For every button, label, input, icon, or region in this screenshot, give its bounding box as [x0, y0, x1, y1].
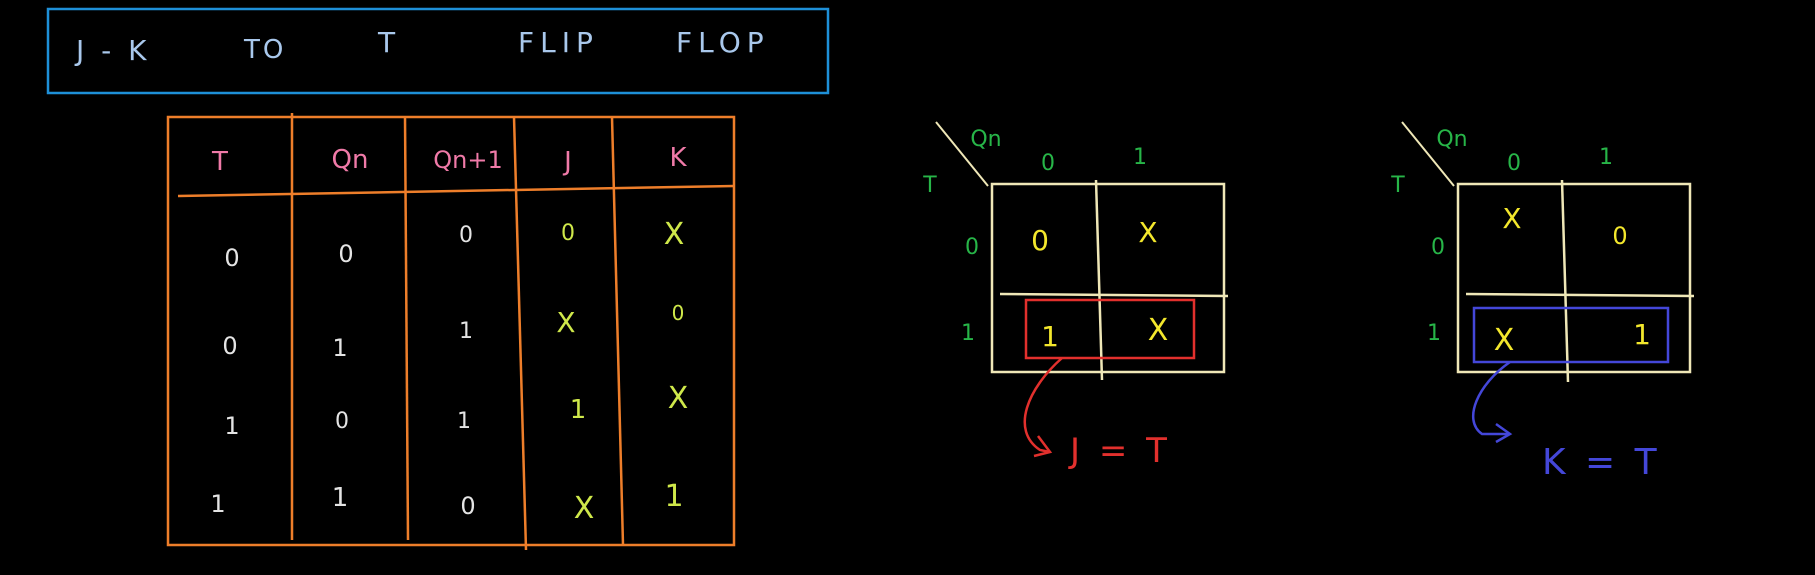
- table-cell: 0: [335, 409, 349, 434]
- kmap-col-variable: Qn: [970, 127, 1001, 152]
- header-qn: Qn: [332, 145, 369, 175]
- table-cell: 1: [457, 409, 471, 434]
- table-cell: X: [668, 381, 689, 416]
- kmap-cell: X: [1502, 202, 1521, 235]
- table-col-divider: [512, 116, 528, 551]
- kmap-j: Qn T 0 1 0 1 0 X 1 X J = T: [922, 121, 1229, 471]
- kmap-row-label: 1: [1427, 321, 1441, 346]
- truth-table: T Qn Qn+1 J K 0 0 0 0 X 0 1 1 X 0 1 0 1 …: [166, 113, 736, 551]
- title-word-to: TO: [243, 35, 286, 65]
- kmap-cell: X: [1148, 313, 1169, 348]
- title-word-jk: J - K: [74, 34, 151, 67]
- kmap-row-variable: T: [1390, 173, 1405, 198]
- header-t: T: [211, 147, 228, 177]
- table-cell: 0: [459, 223, 473, 248]
- table-cell: 0: [561, 221, 575, 246]
- kmap-grid-horizontal: [999, 292, 1229, 298]
- kmap-grid: [1456, 182, 1692, 374]
- table-cell: 1: [459, 319, 473, 344]
- kmap-col-label: 0: [1507, 151, 1521, 176]
- kmap-row-label: 0: [1431, 235, 1445, 260]
- kmap-col-variable: Qn: [1436, 127, 1467, 152]
- table-cell: 1: [224, 412, 239, 440]
- kmap-cell: 0: [1612, 222, 1627, 250]
- kmap-col-label: 1: [1133, 145, 1147, 170]
- kmap-group-box: [1472, 306, 1670, 364]
- table-cell: 0: [460, 492, 475, 520]
- kmap-corner-diagonal: [1401, 121, 1455, 187]
- kmap-col-label: 0: [1041, 151, 1055, 176]
- table-cell: 1: [664, 479, 683, 514]
- kmap-cell: 1: [1041, 320, 1059, 353]
- kmap-row-variable: T: [922, 173, 937, 198]
- table-col-divider: [403, 116, 410, 541]
- kmap-grid-vertical: [1094, 179, 1104, 381]
- table-cell: X: [556, 306, 575, 339]
- table-cell: 0: [672, 301, 685, 325]
- table-cell: X: [574, 491, 595, 526]
- table-cell: 1: [210, 490, 225, 518]
- table-header-divider: [177, 184, 735, 198]
- header-k: K: [669, 143, 687, 173]
- title-word-flip: FLIP: [518, 26, 599, 59]
- kmap-grid-horizontal: [1465, 292, 1695, 298]
- kmap-k: Qn T 0 1 0 1 X 0 X 1 K = T: [1390, 121, 1695, 483]
- kmap-result: J = T: [1068, 431, 1171, 471]
- kmap-grid: [990, 182, 1226, 374]
- kmap-corner-diagonal: [935, 121, 989, 187]
- title-word-t: T: [377, 26, 396, 59]
- group-arrow: [1023, 357, 1063, 454]
- table-col-divider: [610, 116, 625, 546]
- kmap-row-label: 1: [961, 321, 975, 346]
- title-word-flop: FLOP: [676, 26, 770, 59]
- table-outline: [166, 115, 736, 547]
- table-cell: 1: [570, 395, 587, 425]
- title-box: [46, 7, 830, 95]
- table-cell: 1: [332, 334, 347, 362]
- kmap-cell: 0: [1031, 224, 1049, 257]
- table-cell: 0: [224, 244, 239, 272]
- table-cell: X: [664, 217, 685, 252]
- kmap-result: K = T: [1542, 442, 1661, 483]
- header-qn1: Qn+1: [433, 146, 502, 174]
- arrow-head: [1495, 422, 1513, 444]
- kmap-grid-vertical: [1560, 179, 1570, 383]
- header-j: J: [562, 147, 572, 177]
- title-banner: J - K TO T FLIP FLOP: [46, 7, 830, 95]
- kmap-cell: X: [1138, 216, 1157, 249]
- table-cell: 0: [222, 332, 237, 360]
- kmap-cell: 1: [1633, 318, 1651, 351]
- table-cell: 0: [338, 240, 353, 268]
- kmap-group-box: [1024, 298, 1196, 360]
- group-arrow: [1472, 360, 1511, 436]
- arrow-head: [1033, 435, 1053, 458]
- kmap-cell: X: [1494, 323, 1515, 358]
- kmap-col-label: 1: [1599, 145, 1613, 170]
- table-cell: 1: [332, 483, 349, 513]
- kmap-row-label: 0: [965, 235, 979, 260]
